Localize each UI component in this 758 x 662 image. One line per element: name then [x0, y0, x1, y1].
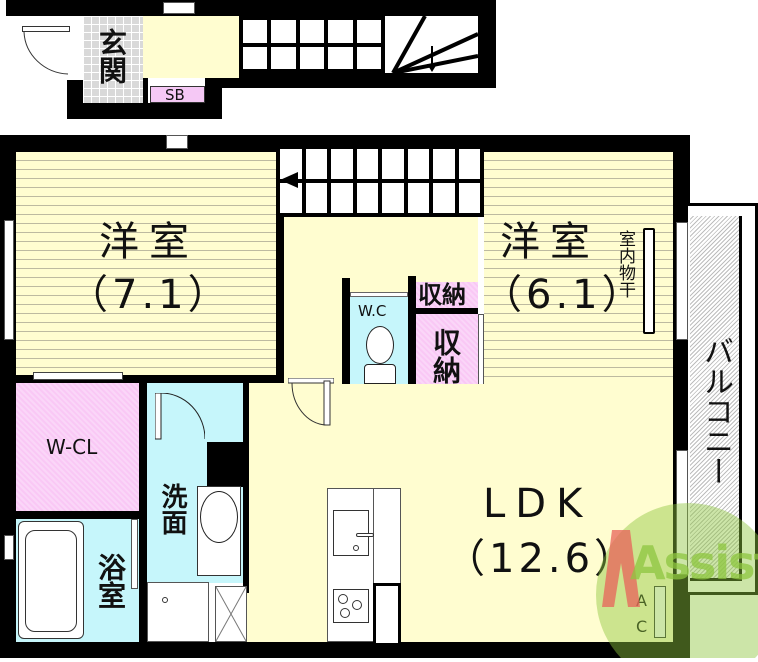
balcony-floor: バルコニー [690, 216, 742, 581]
door-leaf [22, 26, 70, 32]
storage-tall-label: 収納 [429, 328, 462, 384]
entrance-label: 玄関 [95, 28, 128, 84]
sb-right-wall [205, 73, 222, 119]
entrance-left-wall [67, 80, 83, 119]
western-room-2: 洋室 （6.1） 室内物干 [482, 152, 673, 409]
winding-stairs [385, 15, 479, 75]
bathroom-door[interactable] [131, 519, 138, 589]
washing-machine-pan [147, 582, 209, 642]
walk-in-closet: W-CL [16, 383, 139, 511]
upper-level-right-wall [478, 0, 496, 88]
bathtub [18, 521, 84, 639]
balcony: バルコニー [688, 203, 758, 595]
stove-icon [333, 589, 369, 623]
door-arc-icon [23, 31, 69, 75]
wc-label: W.C [358, 302, 387, 320]
bathroom: 浴室 [16, 519, 139, 642]
indoor-drying-label: 室内物干 [615, 230, 635, 298]
central-stairs [276, 145, 484, 217]
ldk-label: LDK [483, 481, 593, 527]
entrance-bottom-wall [67, 103, 222, 119]
balcony-label: バルコニー [698, 336, 733, 486]
shoe-box-label: SB [165, 86, 185, 104]
air-conditioner: A C [636, 586, 676, 642]
stairs-arrow-icon [280, 172, 310, 188]
entrance-door[interactable] [22, 26, 70, 76]
washroom-door[interactable] [154, 392, 206, 443]
right-window-2 [676, 450, 688, 575]
ac-label: A C [636, 591, 648, 636]
outer-wall-bottom [0, 642, 690, 658]
sink-icon [333, 510, 374, 556]
ldk-door[interactable] [287, 377, 335, 426]
outer-wall-left [0, 135, 16, 658]
upper-stairs [239, 16, 385, 73]
wcl-bottom-wall [16, 511, 147, 519]
storage-small-label: 収納 [418, 281, 466, 309]
wc-room: W.C [350, 296, 408, 389]
western-room-2-size: （6.1） [482, 272, 646, 318]
cross-icon [215, 586, 247, 642]
upper-level-bottom-wall [205, 73, 496, 88]
toilet-icon [364, 326, 396, 384]
upper-level-wall [6, 0, 496, 16]
drying-rod [643, 228, 655, 334]
ldk-left-wall [243, 383, 249, 593]
bathroom-label: 浴室 [94, 553, 127, 609]
storage-divider [416, 308, 478, 314]
western-room-1: 洋室 （7.1） [16, 152, 276, 375]
storage-left-wall [408, 276, 416, 389]
winding-stairs-icon [391, 15, 479, 75]
washbasin [197, 486, 241, 576]
top-window [166, 135, 188, 149]
right-window-1 [676, 222, 688, 340]
upper-window [163, 2, 195, 14]
shoe-box[interactable]: SB [150, 86, 205, 103]
fridge-space [373, 583, 401, 643]
western-room-1-label: 洋室 [99, 219, 199, 265]
washroom-label: 洗面 [157, 483, 187, 535]
wc-door[interactable] [350, 292, 408, 297]
storage-small[interactable]: 収納 [416, 282, 478, 308]
walk-in-closet-label: W-CL [46, 435, 98, 459]
ldk-size: （12.6） [445, 536, 639, 582]
storage-box-x [215, 586, 247, 642]
western-room-2-label: 洋室 [500, 219, 600, 265]
entrance-hall-floor [143, 16, 239, 78]
washroom-door-arc-icon [154, 392, 206, 440]
room1-closet-door[interactable] [33, 372, 123, 380]
western-room-1-size: （7.1） [68, 272, 232, 318]
room1-right-wall [276, 152, 284, 382]
wc-left-wall [342, 278, 350, 430]
left-window-1 [4, 220, 14, 340]
sb-left-wall [142, 78, 148, 108]
washroom-wall-block [207, 442, 247, 487]
ldk-door-arc-icon [287, 377, 335, 426]
left-window-2 [4, 535, 14, 560]
entrance-floor: 玄関 [83, 16, 143, 103]
kitchen-counter [327, 488, 401, 643]
room1-bottom-wall [16, 375, 284, 383]
